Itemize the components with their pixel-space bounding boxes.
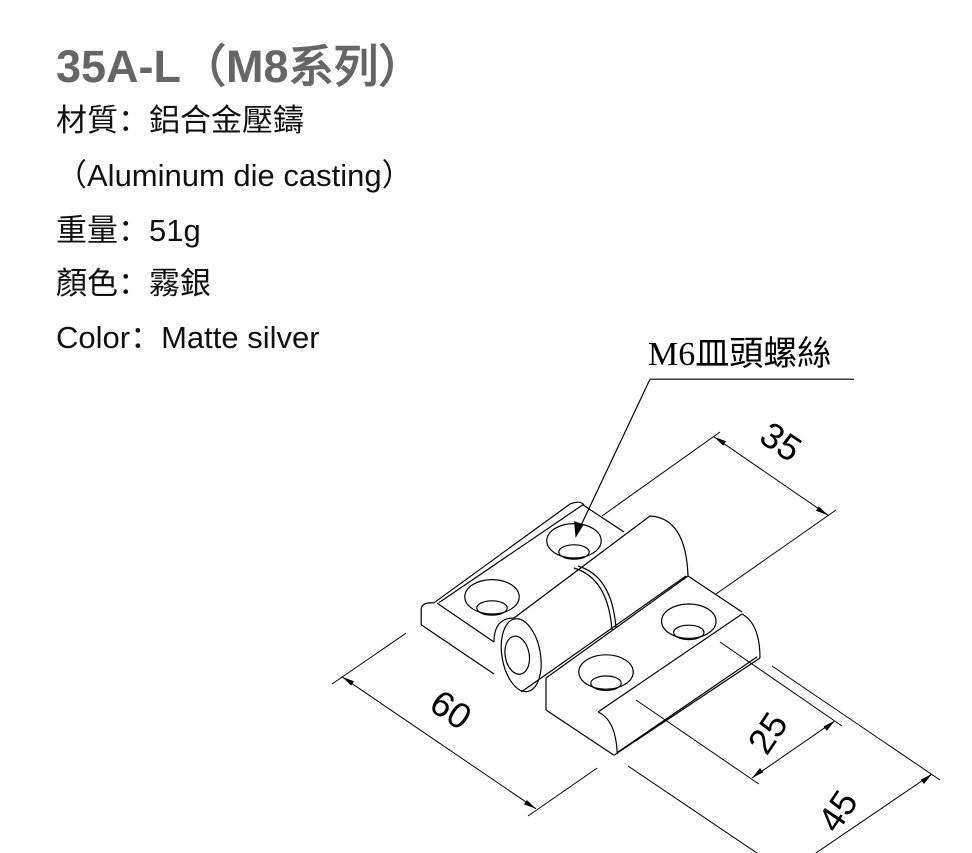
- right-hinge-leaf: [545, 575, 761, 756]
- left-hinge-leaf: [420, 501, 625, 675]
- weight-spec: 重量：51g: [56, 213, 201, 248]
- dimension-25: 25: [739, 705, 795, 761]
- screw-callout-label: M6皿頭螺絲: [648, 336, 832, 373]
- hinge-barrel: [493, 515, 689, 693]
- color-spec: 顏色：霧銀: [56, 266, 211, 301]
- product-title: 35A-L（M8系列）: [56, 41, 424, 92]
- dimension-60: 60: [423, 681, 479, 737]
- color-spec-english: Color：Matte silver: [56, 320, 320, 355]
- dimension-35: 35: [753, 413, 809, 469]
- dimension-lines: [331, 431, 941, 853]
- material-spec: 材質：鋁合金壓鑄: [56, 103, 304, 138]
- dimension-45: 45: [809, 783, 865, 839]
- material-spec-english: （Aluminum die casting）: [56, 158, 413, 193]
- dimension-arrows: [342, 436, 932, 809]
- callout-leader: [574, 378, 855, 538]
